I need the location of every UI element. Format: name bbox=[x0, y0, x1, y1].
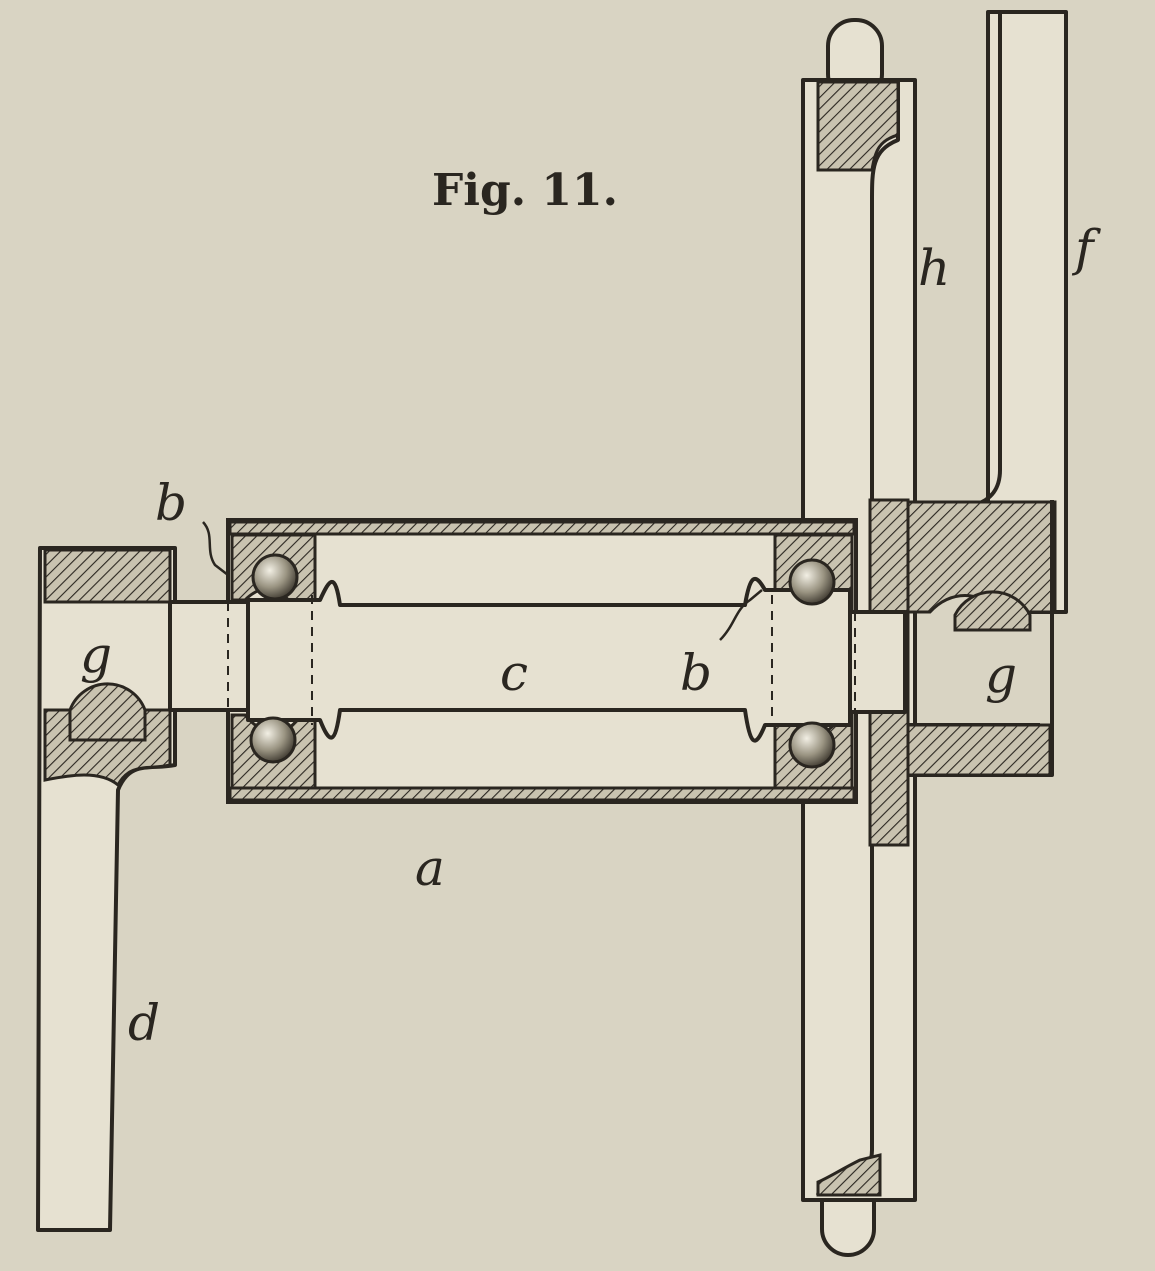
crank-h-top-hatch bbox=[816, 80, 900, 172]
leader-b-right bbox=[719, 589, 763, 641]
label-b-right: b bbox=[680, 644, 712, 702]
ball-bearing-right-bottom bbox=[788, 721, 836, 769]
label-h: h bbox=[918, 239, 950, 297]
crank-h-bottom-hatch bbox=[816, 1153, 882, 1197]
label-d: d bbox=[128, 994, 160, 1052]
crank-arm-f-body bbox=[986, 10, 1068, 614]
spindle-right-end bbox=[848, 610, 907, 714]
label-g-right: g bbox=[985, 646, 1017, 704]
label-g-left: g bbox=[80, 626, 112, 684]
ball-bearing-left-bottom bbox=[249, 716, 297, 764]
spindle-c bbox=[168, 576, 907, 743]
right-cotter-pin bbox=[953, 590, 1032, 632]
ball-bearing-right-top bbox=[788, 558, 836, 606]
label-c: c bbox=[500, 644, 528, 702]
crank-arm-d bbox=[36, 546, 177, 1232]
spindle-left-end bbox=[168, 600, 250, 712]
housing-bottom-wall bbox=[228, 786, 856, 802]
figure-title: Fig. 11. bbox=[432, 165, 618, 216]
label-b-left: b bbox=[155, 474, 187, 532]
label-a: a bbox=[415, 839, 445, 897]
crank-arm-f bbox=[890, 10, 1068, 777]
crank-d-top-hatch bbox=[43, 548, 172, 604]
left-cotter-pin bbox=[68, 682, 147, 742]
crank-arm-f-lower-hatch bbox=[898, 723, 1052, 777]
ball-bearing-left-top bbox=[251, 553, 299, 601]
leader-b-left bbox=[202, 521, 229, 576]
housing-top-wall bbox=[228, 520, 856, 536]
